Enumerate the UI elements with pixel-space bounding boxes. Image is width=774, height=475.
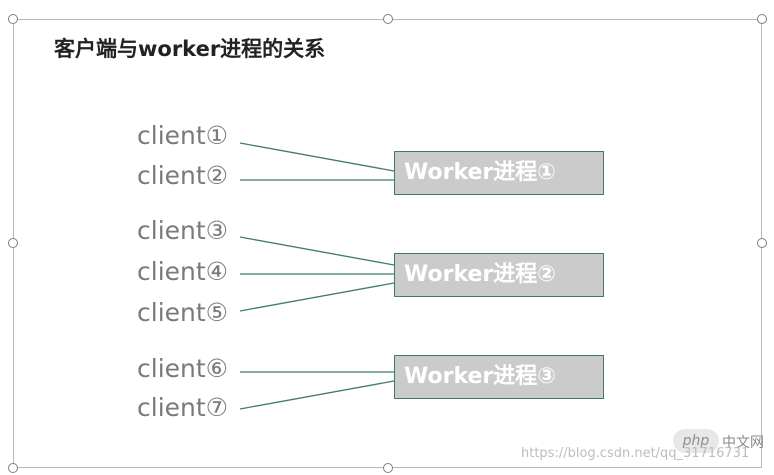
client-label-6: client⑥ xyxy=(137,354,229,383)
link-client3-worker2 xyxy=(239,236,395,266)
resize-handle-middle-right[interactable] xyxy=(757,238,767,248)
watermark-url: https://blog.csdn.net/qq_31716731 xyxy=(521,446,750,461)
watermark-site-name: 中文网 xyxy=(722,435,764,451)
client-label-5: client⑤ xyxy=(137,298,229,327)
client-label-2: client② xyxy=(137,161,229,190)
link-client5-worker2 xyxy=(239,282,395,312)
resize-handle-bottom-left[interactable] xyxy=(8,463,18,473)
worker-box-1: Worker进程① xyxy=(394,151,604,195)
resize-handle-bottom-center[interactable] xyxy=(383,463,393,473)
resize-handle-top-right[interactable] xyxy=(757,14,767,24)
link-client1-worker1 xyxy=(239,142,395,172)
client-label-3: client③ xyxy=(137,216,229,245)
php-logo-watermark: php xyxy=(673,429,719,453)
link-client7-worker3 xyxy=(239,380,395,410)
resize-handle-top-left[interactable] xyxy=(8,14,18,24)
worker-box-2: Worker进程② xyxy=(394,253,604,297)
client-label-1: client① xyxy=(137,121,229,150)
client-label-7: client⑦ xyxy=(137,393,229,422)
client-label-4: client④ xyxy=(137,257,229,286)
diagram-title: 客户端与worker进程的关系 xyxy=(54,37,326,61)
resize-handle-middle-left[interactable] xyxy=(8,238,18,248)
worker-box-3: Worker进程③ xyxy=(394,355,604,399)
resize-handle-top-center[interactable] xyxy=(383,14,393,24)
